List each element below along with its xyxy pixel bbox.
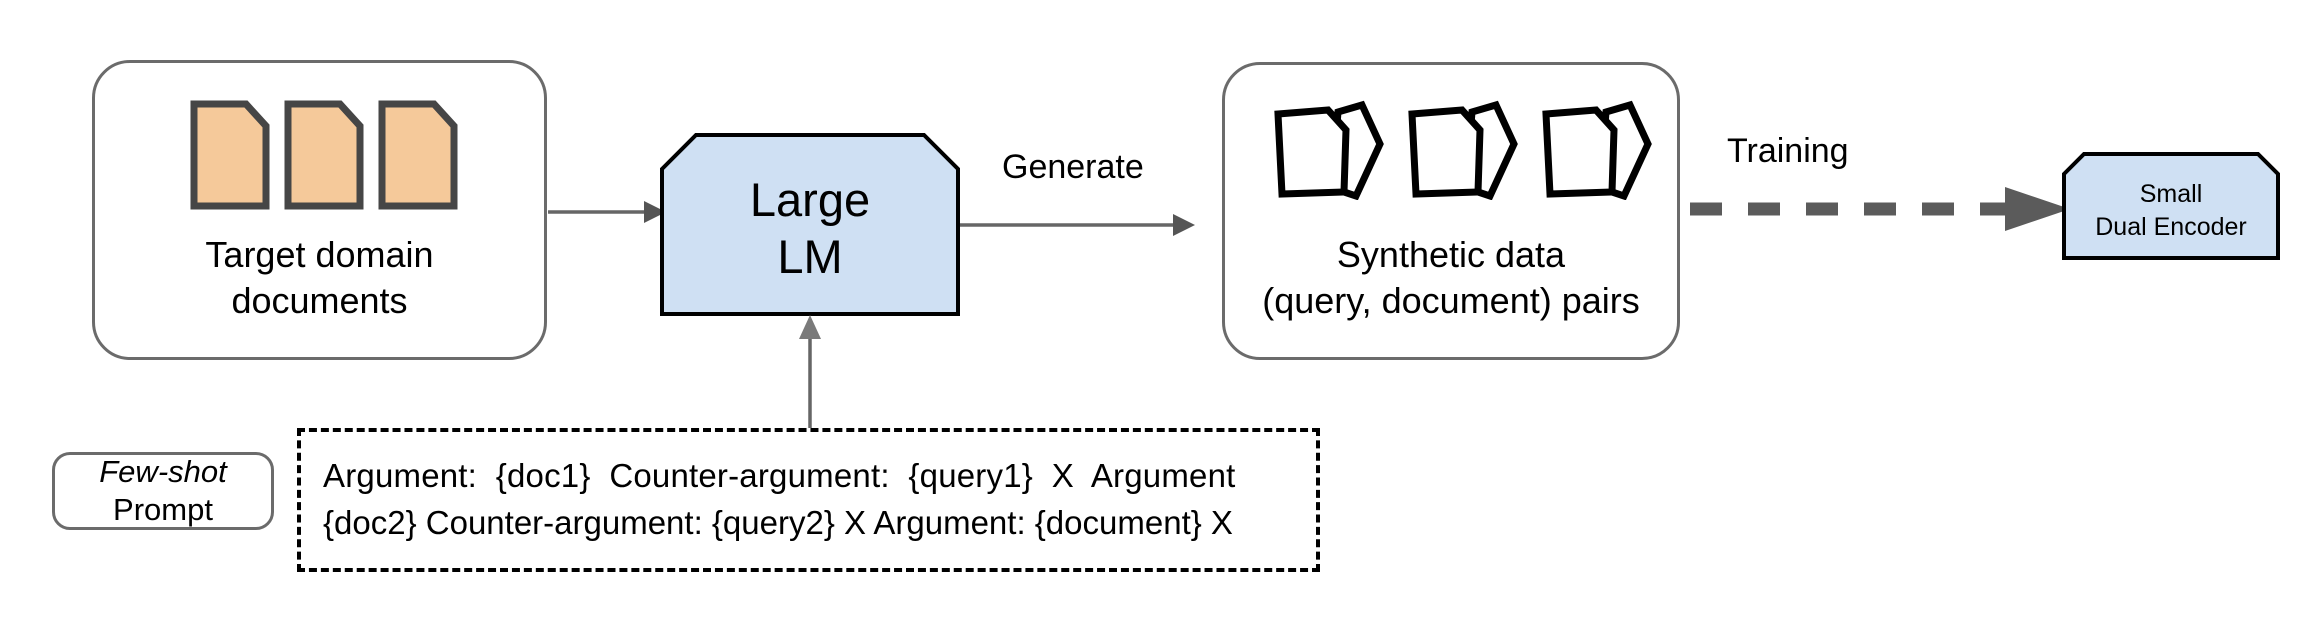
document-pair-icon xyxy=(1274,100,1384,200)
document-pair-icon xyxy=(1542,100,1652,200)
small-dual-encoder-label: Small Dual Encoder xyxy=(2095,180,2247,241)
few-shot-label: Few-shot xyxy=(99,453,227,489)
synthetic-document-icons xyxy=(1272,100,1652,200)
document-icon xyxy=(190,100,270,210)
document-icon xyxy=(378,100,458,210)
small-dual-encoder-node: Small Dual Encoder xyxy=(2062,152,2280,260)
prompt-line-1: Argument: {doc1} Counter-argument: {quer… xyxy=(323,457,1236,495)
prompt-label: Prompt xyxy=(113,492,213,527)
training-edge-label: Training xyxy=(1727,132,1849,170)
target-document-icons xyxy=(190,100,458,210)
arrow-synthetic-to-encoder xyxy=(1690,187,2070,231)
document-icon xyxy=(284,100,364,210)
large-lm-label: Large LM xyxy=(749,173,871,284)
synthetic-data-label: Synthetic data (query, document) pairs xyxy=(1262,234,1640,322)
prompt-text-box: Argument: {doc1} Counter-argument: {quer… xyxy=(297,428,1320,572)
arrow-documents-to-lm xyxy=(548,201,666,223)
generate-edge-label: Generate xyxy=(1002,148,1144,186)
document-pair-icon xyxy=(1408,100,1518,200)
arrow-prompt-to-lm xyxy=(799,315,821,433)
few-shot-prompt-pill: Few-shot Prompt xyxy=(52,452,274,530)
target-documents-label: Target domain documents xyxy=(205,234,434,322)
large-lm-node: Large LM xyxy=(660,133,960,316)
prompt-line-2: {doc2} Counter-argument: {query2} X Argu… xyxy=(323,504,1233,541)
arrow-lm-to-synthetic xyxy=(960,214,1195,236)
